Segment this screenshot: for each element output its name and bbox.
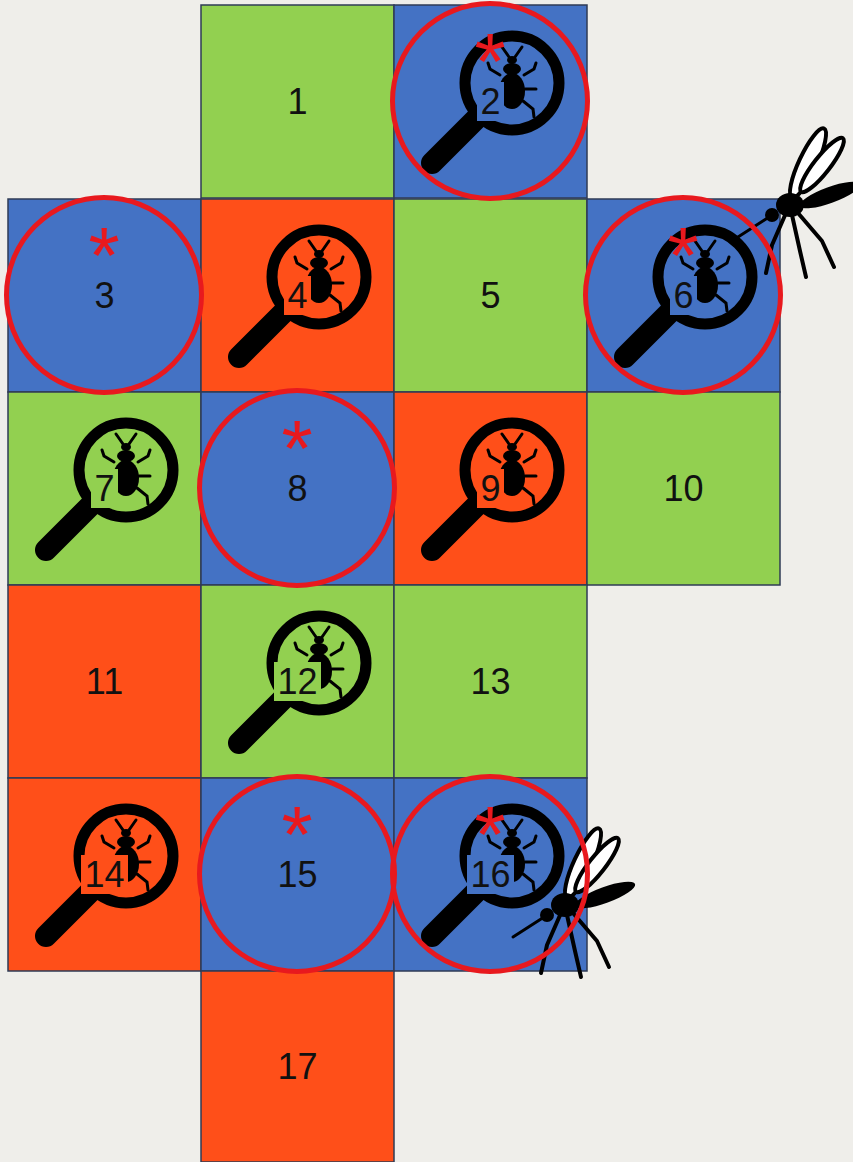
asterisk-mark: * — [9, 216, 199, 296]
cell-number: 11 — [83, 662, 126, 702]
grid-cell: 4 — [201, 199, 394, 392]
magnifier-icon — [46, 809, 173, 936]
cell-number: 13 — [467, 662, 513, 702]
asterisk-mark: * — [202, 409, 392, 489]
cell-ground — [587, 392, 780, 585]
highlight-circle: * — [197, 388, 397, 588]
magnifier-icon — [239, 230, 366, 357]
mosquito-icon — [513, 825, 638, 977]
cell-ground — [394, 392, 587, 585]
highlight-circle: * — [390, 1, 590, 201]
cell-ground — [201, 5, 394, 198]
cell-ground — [8, 585, 201, 778]
grid-cell: 11 — [8, 585, 201, 778]
highlight-circle: * — [390, 774, 590, 974]
grid-cell: 2* — [394, 5, 587, 198]
magnifier-icon — [46, 423, 173, 550]
highlight-circle: * — [583, 195, 783, 395]
cell-number: 9 — [477, 469, 503, 509]
cell-ground — [201, 585, 394, 778]
cell-ground — [394, 778, 587, 971]
cell-number: 7 — [91, 469, 117, 509]
mosquito-icon — [738, 125, 853, 277]
cell-ground — [8, 392, 201, 585]
cell-number: 4 — [284, 276, 310, 316]
cell-number: 17 — [274, 1047, 320, 1087]
grid-cell: 5 — [394, 199, 587, 392]
cell-ground — [394, 5, 587, 198]
highlight-circle: * — [4, 195, 204, 395]
magnifier-icon — [432, 423, 559, 550]
grid-cell: 1 — [201, 5, 394, 198]
cell-number: 14 — [81, 855, 127, 895]
grid-cell: 14 — [8, 778, 201, 971]
cell-number: 12 — [274, 662, 320, 702]
asterisk-mark: * — [202, 795, 392, 875]
grid-cell: 10 — [587, 392, 780, 585]
cell-ground — [201, 199, 394, 392]
grid-cell: 8* — [201, 392, 394, 585]
grid-cell: 3* — [8, 199, 201, 392]
cell-ground — [8, 778, 201, 971]
cell-number: 1 — [284, 82, 310, 122]
cell-ground — [394, 199, 587, 392]
asterisk-mark: * — [588, 216, 778, 296]
grid-cell: 9 — [394, 392, 587, 585]
grid-cell: 7 — [8, 392, 201, 585]
grid-cell: 16* — [394, 778, 587, 971]
highlight-circle: * — [197, 774, 397, 974]
asterisk-mark: * — [395, 22, 585, 102]
cell-ground — [201, 392, 394, 585]
cell-ground — [201, 778, 394, 971]
asterisk-mark: * — [395, 795, 585, 875]
cell-ground — [394, 585, 587, 778]
grid-cell: 15* — [201, 778, 394, 971]
cell-number: 5 — [477, 276, 503, 316]
grid-cell: 6* — [587, 199, 780, 392]
grid-cell: 12 — [201, 585, 394, 778]
magnifier-icon — [239, 616, 366, 743]
grid-cell: 13 — [394, 585, 587, 778]
grid-cell: 17 — [201, 971, 394, 1162]
cell-ground — [201, 971, 394, 1162]
cell-ground — [8, 199, 201, 392]
cell-number: 10 — [660, 469, 706, 509]
